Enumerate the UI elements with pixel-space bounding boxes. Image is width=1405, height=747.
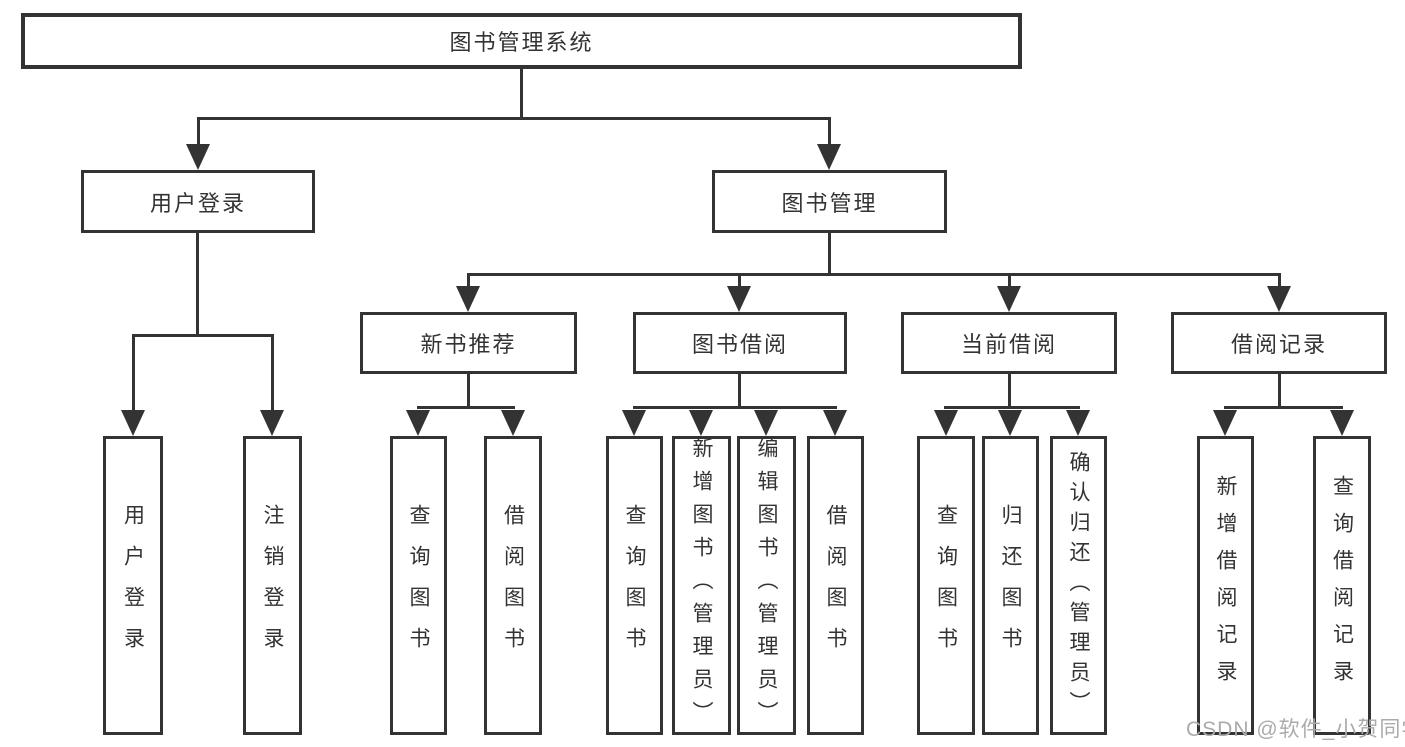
- connector-user-login-trunk: [196, 233, 199, 337]
- node-leaf-query-record: 查询借阅记录: [1313, 436, 1371, 735]
- connector-leg-logout: [271, 334, 274, 412]
- node-leaf-query-record-label: 查询借阅记录: [1330, 474, 1354, 697]
- connector-borrow-records-split: [1224, 406, 1343, 409]
- arrowhead-query-record: [1330, 410, 1354, 436]
- node-new-book-rec-label: 新书推荐: [420, 332, 517, 357]
- node-book-mgmt-label: 图书管理: [781, 190, 878, 216]
- connector-user-login-split: [132, 334, 274, 337]
- connector-current-borrow-trunk: [1008, 374, 1011, 408]
- node-leaf-edit-book: 编辑图书（管理员）: [737, 436, 796, 735]
- node-leaf-confirm-return-label: 确认归还（管理员）: [1067, 450, 1090, 721]
- node-leaf-add-record: 新增借阅记录: [1197, 436, 1254, 735]
- node-user-login: 用户登录: [81, 170, 315, 233]
- node-user-login-label: 用户登录: [149, 190, 246, 216]
- node-leaf-user-login-label: 用户登录: [121, 503, 145, 668]
- node-new-book-rec: 新书推荐: [360, 312, 577, 374]
- connector-new-book-rec-split: [417, 406, 515, 409]
- arrowhead-add-record: [1213, 410, 1237, 436]
- node-leaf-borrow-book-2-label: 借阅图书: [824, 503, 847, 668]
- node-leaf-logout: 注销登录: [243, 436, 302, 735]
- node-borrow-records-label: 借阅记录: [1230, 332, 1327, 357]
- connector-stem-book-borrow: [738, 273, 741, 289]
- arrowhead-add-book: [689, 410, 713, 436]
- connector-stem-borrow-records: [1278, 273, 1281, 289]
- arrowhead-borrow-records: [1267, 286, 1291, 312]
- arrowhead-borrow-book-2: [823, 410, 847, 436]
- node-leaf-query-book-2: 查询图书: [606, 436, 663, 735]
- node-leaf-query-book-1: 查询图书: [390, 436, 447, 735]
- arrowhead-query-book-3: [934, 410, 958, 436]
- arrowhead-confirm-return: [1066, 410, 1090, 436]
- node-leaf-return-book-label: 归还图书: [999, 503, 1022, 668]
- node-leaf-borrow-book-2: 借阅图书: [807, 436, 864, 735]
- node-leaf-logout-label: 注销登录: [261, 503, 284, 668]
- arrowhead-login: [121, 410, 145, 436]
- arrowhead-book-mgmt: [817, 144, 841, 170]
- connector-borrow-records-trunk: [1278, 374, 1281, 408]
- arrowhead-query-book-2: [622, 410, 646, 436]
- connector-root-trunk: [520, 69, 523, 119]
- connector-new-book-rec-trunk: [467, 374, 470, 408]
- node-leaf-add-book-label: 新增图书（管理员）: [690, 437, 713, 734]
- arrowhead-edit-book: [754, 410, 778, 436]
- connector-book-mgmt-trunk: [828, 233, 831, 276]
- node-current-borrow-label: 当前借阅: [960, 332, 1057, 357]
- arrowhead-current-borrow: [997, 286, 1021, 312]
- node-leaf-query-book-3: 查询图书: [917, 436, 975, 735]
- connector-leg-login: [132, 334, 135, 412]
- node-leaf-query-book-2-label: 查询图书: [623, 503, 646, 668]
- arrowhead-logout: [260, 410, 284, 436]
- connector-root-branch: [197, 117, 831, 120]
- connector-stem-user-login: [197, 117, 200, 147]
- arrowhead-return-book: [998, 410, 1022, 436]
- node-leaf-add-book: 新增图书（管理员）: [672, 436, 731, 735]
- connector-book-borrow-trunk: [738, 374, 741, 408]
- connector-book-borrow-split: [633, 406, 837, 409]
- node-leaf-borrow-book-1: 借阅图书: [484, 436, 542, 735]
- arrowhead-borrow-book-1: [501, 410, 525, 436]
- connector-stem-current-borrow: [1008, 273, 1011, 289]
- connector-stem-new-book-rec: [467, 273, 470, 289]
- node-book-borrow-label: 图书借阅: [691, 332, 788, 357]
- node-leaf-query-book-1-label: 查询图书: [407, 503, 430, 668]
- node-book-borrow: 图书借阅: [633, 312, 847, 374]
- connector-stem-book-mgmt: [828, 117, 831, 147]
- connector-level3-branch: [467, 273, 1281, 276]
- node-leaf-query-book-3-label: 查询图书: [934, 503, 958, 668]
- arrowhead-query-book-1: [406, 410, 430, 436]
- node-root: 图书管理系统: [21, 13, 1022, 69]
- arrowhead-book-borrow: [727, 286, 751, 312]
- node-leaf-return-book: 归还图书: [982, 436, 1039, 735]
- node-book-mgmt: 图书管理: [712, 170, 947, 233]
- node-leaf-user-login: 用户登录: [103, 436, 163, 735]
- node-leaf-borrow-book-1-label: 借阅图书: [501, 503, 525, 668]
- node-root-label: 图书管理系统: [449, 30, 594, 55]
- connector-current-borrow-split: [944, 406, 1080, 409]
- node-leaf-add-record-label: 新增借阅记录: [1214, 474, 1237, 697]
- node-current-borrow: 当前借阅: [901, 312, 1117, 374]
- node-borrow-records: 借阅记录: [1171, 312, 1387, 374]
- node-leaf-confirm-return: 确认归还（管理员）: [1050, 436, 1107, 735]
- arrowhead-user-login: [186, 144, 210, 170]
- csdn-watermark: CSDN @软件_小贺同学: [1186, 718, 1405, 741]
- node-leaf-edit-book-label: 编辑图书（管理员）: [755, 437, 778, 734]
- arrowhead-new-book-rec: [456, 286, 480, 312]
